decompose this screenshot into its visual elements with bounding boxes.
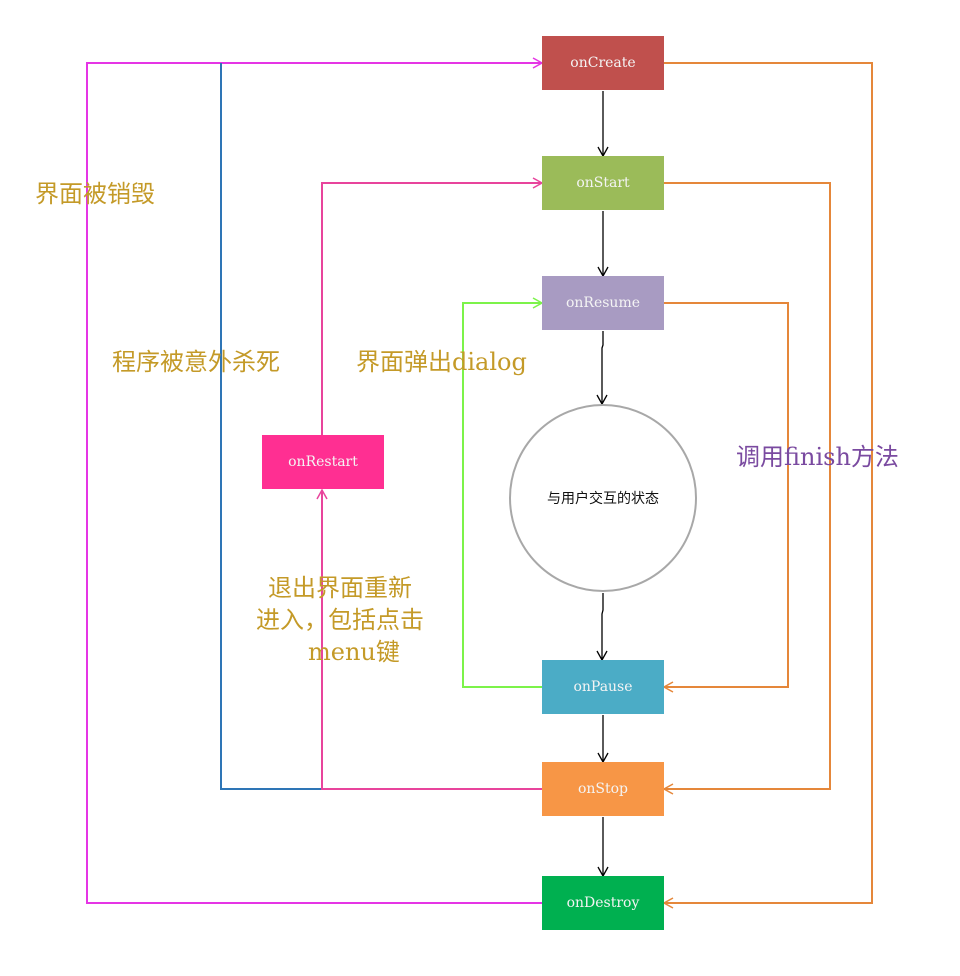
interactive-state-label: 与用户交互的状态 [547,491,659,507]
interactive-state-circle: 与用户交互的状态 [509,404,697,592]
path-restart-to-start [321,177,544,435]
node-onstart[interactable]: onStart [542,156,664,210]
node-onpause-label: onPause [573,679,633,695]
arrow-resume-to-state [596,331,608,406]
path-start-to-stop [662,182,831,795]
node-onpause[interactable]: onPause [542,660,664,714]
annotation-reenter-line1: 退出界面重新 [268,574,412,602]
annotation-finish: 调用finish方法 [736,443,899,471]
annotation-killed: 程序被意外杀死 [112,348,280,376]
node-ondestroy-label: onDestroy [566,895,640,911]
node-onresume-label: onResume [565,295,641,311]
annotation-reenter-line2: 进入，包括点击 [256,606,424,634]
node-onresume[interactable]: onResume [542,276,664,330]
annotation-destroyed: 界面被销毁 [35,180,155,208]
node-oncreate-label: onCreate [570,55,636,71]
arrow-state-to-pause [596,593,608,662]
node-oncreate[interactable]: onCreate [542,36,664,90]
node-onrestart-label: onRestart [288,454,358,470]
path-killed-to-create [220,63,322,790]
path-stop-to-restart [316,488,542,790]
node-onrestart[interactable]: onRestart [262,435,384,489]
node-ondestroy[interactable]: onDestroy [542,876,664,930]
annotation-dialog: 界面弹出dialog [356,348,527,376]
node-onstop-label: onStop [577,781,629,797]
path-create-to-destroy [662,62,873,909]
annotation-reenter-line3: menu键 [308,638,400,666]
path-resume-to-pause [662,302,789,693]
node-onstop[interactable]: onStop [542,762,664,816]
path-destroy-to-create [86,57,544,904]
path-pause-to-resume [462,297,544,688]
node-onstart-label: onStart [576,175,630,191]
